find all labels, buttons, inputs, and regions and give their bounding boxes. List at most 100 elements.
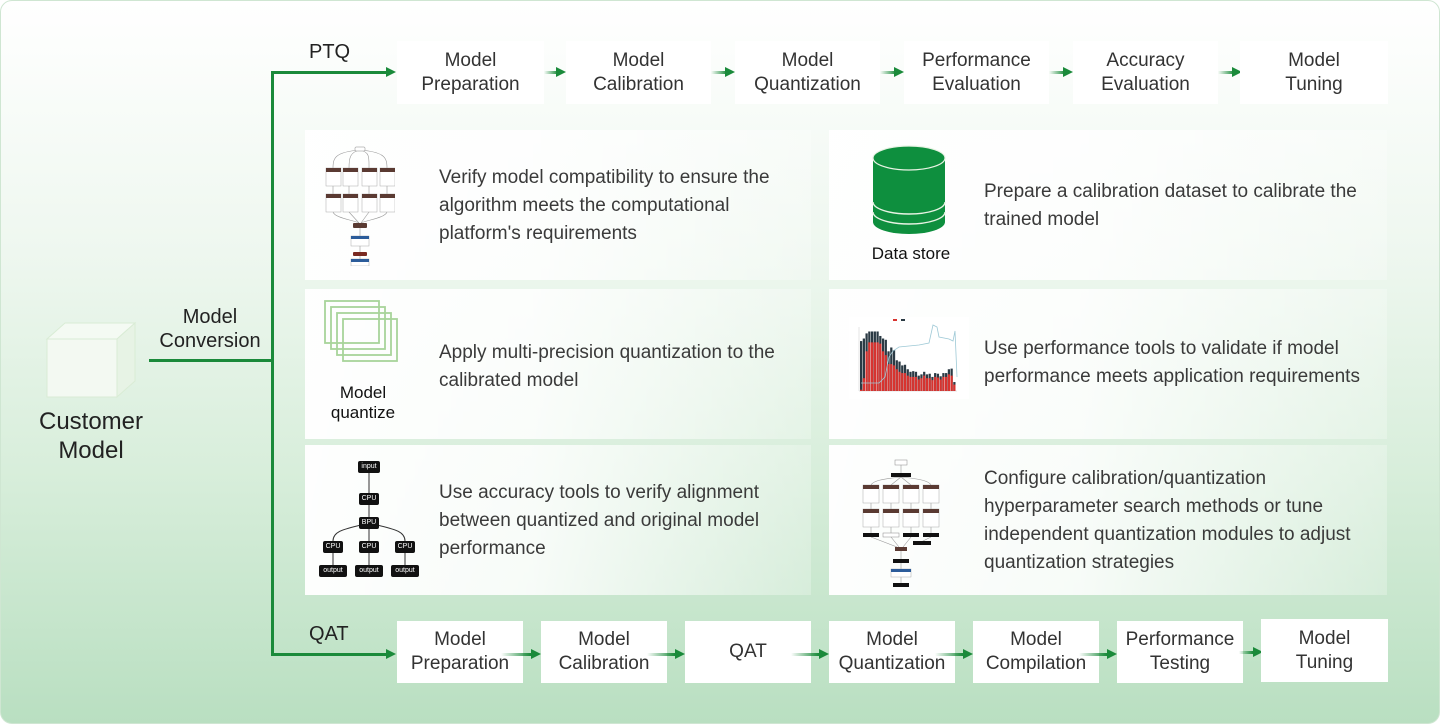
ptq-step-model-calibration: Model Calibration [566,41,711,104]
ptq-step-performance-evaluation: Performance Evaluation [904,41,1049,104]
thumbnail-bar [862,338,865,391]
ptq-label: PTQ [309,41,351,63]
thumbnail-bar [890,364,893,391]
card-performance-validation: Use performance tools to validate if mod… [829,289,1387,439]
arrow-right-icon [880,67,904,77]
ptq-step-model-tuning: Model Tuning [1240,41,1388,104]
thumbnail-bar [936,377,940,391]
arrow-right-icon [1079,649,1117,659]
arrow-right-icon [544,67,566,77]
tuning-graph-diagram-icon [862,459,940,587]
qat-branch-arrow-icon [356,649,396,659]
card-quantization-tuning: Configure calibration/quantization hyper… [829,445,1387,595]
thumbnail-bar [876,342,879,391]
tree-node-cpu: CPU [395,541,415,553]
qat-step-model-calibration: Model Calibration [541,621,667,683]
ptq-branch-line [271,71,387,74]
thumbnail-bar [923,375,926,391]
tree-node-cpu: CPU [359,493,379,505]
arrow-right-icon [501,649,541,659]
cube-icon [45,321,137,399]
legend-swatch [893,319,897,321]
customer-model-label: Customer Model [38,408,144,464]
model-quantize-label: Model quantize [330,383,396,422]
performance-chart-icon [849,317,969,399]
thumbnail-bar [931,380,934,391]
thumbnail-bar [860,341,863,391]
model-conversion-label: Model Conversion [159,306,261,352]
arrow-right-icon [1049,67,1073,77]
legend-swatch [901,319,905,321]
thumbnail-bar [895,369,898,391]
thumbnail-bar [879,343,882,391]
thumbnail-bar [947,374,951,391]
thumbnail-bar [868,342,871,391]
card-description: Use accuracy tools to verify alignment b… [439,482,760,559]
qat-branch-line [271,653,387,656]
tree-node-output: output [391,565,419,577]
tree-node-cpu: CPU [323,541,343,553]
thumbnail-bar [881,351,885,391]
card-description: Apply multi-precision quantization to th… [439,342,775,391]
thumbnail-bar [862,378,865,391]
arrow-right-icon [935,649,973,659]
tree-node-input: input [358,461,380,473]
thumbnail-bar [928,378,931,391]
qat-step-model-compilation: Model Compilation [973,621,1099,683]
thumbnail-bar [887,364,890,391]
ptq-step-accuracy-evaluation: Accuracy Evaluation [1073,41,1218,104]
cpu-bpu-tree-diagram-icon: input CPU BPU CPU CPU CPU output output … [305,445,435,595]
card-multi-precision-quantization: Model quantize Apply multi-precision qua… [305,289,811,439]
qat-step-performance-testing: Performance Testing [1117,621,1243,683]
data-store-label: Data store [871,244,951,263]
ptq-step-model-quantization: Model Quantization [735,41,880,104]
thumbnail-bar [865,351,868,391]
thumbnail-bar [912,376,915,391]
qat-step-model-tuning: Model Tuning [1261,619,1388,682]
thumbnail-bar [909,376,912,391]
stacked-layers-icon [324,300,398,362]
card-calibration-dataset: Data store Prepare a calibration dataset… [829,130,1387,280]
arrow-right-icon [791,649,829,659]
arrow-right-icon [1218,67,1242,77]
qat-step-model-quantization: Model Quantization [829,621,955,683]
thumbnail-bar [950,375,953,391]
thumbnail-bar [870,342,874,391]
qat-step-model-preparation: Model Preparation [397,621,523,683]
thumbnail-bar [892,365,896,391]
thumbnail-bar [901,373,904,391]
card-description: Configure calibration/quantization hyper… [984,468,1351,573]
tree-node-output: output [319,565,347,577]
thumbnail-bar [945,376,948,391]
card-description: Use performance tools to validate if mod… [984,338,1360,387]
tree-node-bpu: BPU [359,517,379,529]
card-description: Verify model compatibility to ensure the… [439,167,770,244]
thumbnail-bar [925,378,929,391]
thumbnail-bar [939,379,942,391]
model-graph-diagram-icon [325,146,395,266]
thumbnail-bar [920,378,923,391]
ptq-branch-arrow-icon [356,67,396,77]
tree-node-cpu: CPU [359,541,379,553]
arrow-right-icon [647,649,685,659]
thumbnail-bar [903,373,907,391]
thumbnail-bar [914,376,918,391]
thumbnail-bar [906,375,909,391]
tree-node-output: output [355,565,383,577]
card-accuracy-verification: input CPU BPU CPU CPU CPU output output … [305,445,811,595]
arrow-right-icon [711,67,735,77]
thumbnail-bar [942,376,945,391]
ptq-step-model-preparation: Model Preparation [397,41,544,104]
thumbnail-line [861,324,958,384]
arrow-right-icon [1239,647,1263,657]
thumbnail-bar [934,376,937,391]
card-model-compatibility: Verify model compatibility to ensure the… [305,130,811,280]
thumbnail-bar [873,342,876,391]
card-description: Prepare a calibration dataset to calibra… [984,181,1357,230]
thumbnail-bar [898,371,901,391]
qat-label: QAT [309,623,349,645]
database-icon [872,145,946,234]
conversion-line [149,359,273,362]
branch-trunk-line [271,71,274,656]
